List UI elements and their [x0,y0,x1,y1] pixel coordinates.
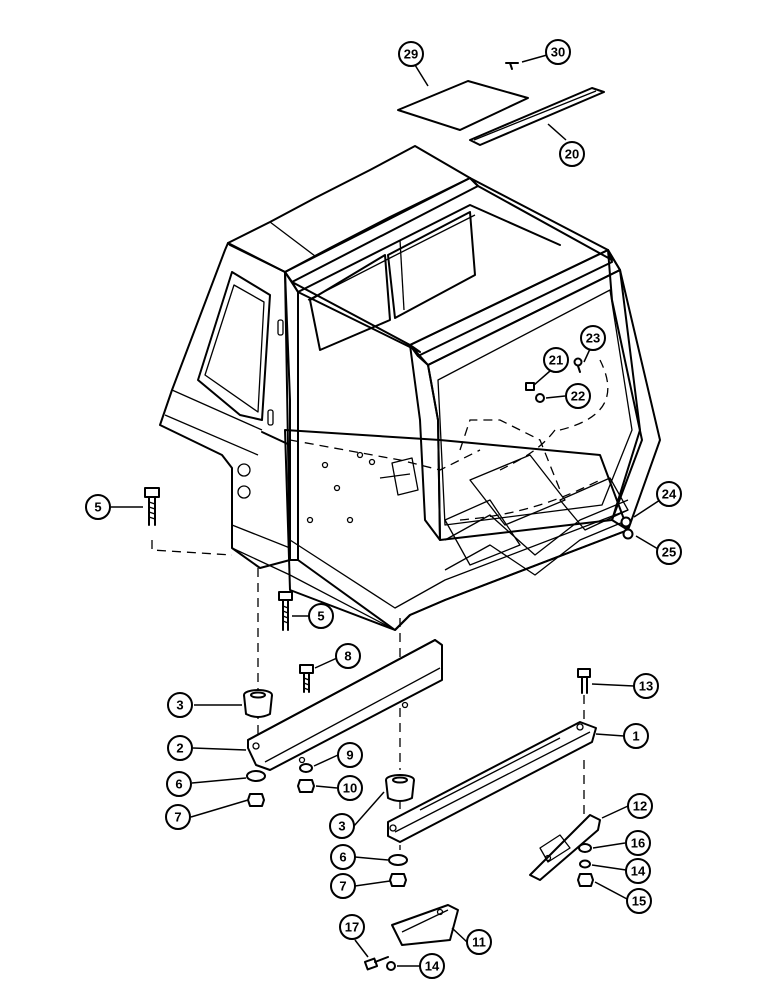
callout-14-right: 14 [625,858,651,884]
svg-text:8: 8 [344,649,351,664]
roof-panel [397,80,529,131]
callout-8: 8 [335,643,361,669]
svg-text:23: 23 [586,331,600,346]
callout-1: 1 [623,723,649,749]
nut-15 [577,873,594,887]
callout-16: 16 [625,830,651,856]
svg-text:14: 14 [425,959,440,974]
bolt-13 [577,668,591,694]
svg-text:16: 16 [631,836,645,851]
callout-6-left: 6 [166,771,192,797]
svg-text:3: 3 [176,698,183,713]
callout-5-lower: 5 [308,603,334,629]
callout-17: 17 [339,914,365,940]
svg-text:21: 21 [549,353,563,368]
callout-14-left: 14 [419,953,445,979]
svg-text:13: 13 [639,679,653,694]
callout-13: 13 [633,673,659,699]
callout-29: 29 [398,41,424,67]
bolt-5-upper [144,487,160,526]
washer-22 [535,393,545,403]
svg-text:9: 9 [346,748,353,763]
svg-text:30: 30 [551,45,565,60]
callout-5-upper: 5 [85,494,111,520]
callout-3-left: 3 [167,692,193,718]
callout-11: 11 [466,929,492,955]
bracket-12 [529,814,601,881]
callout-3-right: 3 [329,813,355,839]
callout-2: 2 [167,735,193,761]
svg-text:5: 5 [94,500,101,515]
svg-text:11: 11 [472,935,486,950]
washer-6-left [246,770,266,782]
callout-25: 25 [656,539,682,565]
svg-text:29: 29 [404,47,418,62]
roof-strip [469,87,605,146]
washer-14-right [579,859,591,869]
washer-9 [299,763,313,773]
callout-21: 21 [543,347,569,373]
cab-frame [159,145,661,631]
mount-rail-right [387,721,597,843]
svg-text:6: 6 [175,777,182,792]
nut-7-right [389,873,407,887]
bolt-5-lower [278,591,293,631]
svg-text:7: 7 [339,879,346,894]
svg-text:6: 6 [339,850,346,865]
svg-text:17: 17 [345,920,359,935]
mount-rail-left [247,639,443,771]
svg-text:12: 12 [633,799,647,814]
washer-6-right [388,854,408,866]
svg-text:22: 22 [571,389,585,404]
svg-text:24: 24 [662,487,677,502]
callout-24: 24 [656,481,682,507]
callout-7-left: 7 [165,804,191,830]
callout-20: 20 [559,141,585,167]
svg-text:1: 1 [632,729,639,744]
rubber-mount-left [243,689,273,718]
washer-14-left [386,961,396,971]
roof-screw [505,62,519,70]
svg-text:7: 7 [174,810,181,825]
callout-10: 10 [337,775,363,801]
callout-22: 22 [565,383,591,409]
callout-9: 9 [337,742,363,768]
bolt-17 [363,956,389,971]
leader-lines [111,54,661,967]
bracket-11 [391,904,459,946]
callout-6-right: 6 [330,844,356,870]
callout-12: 12 [627,793,653,819]
nut-7-left [247,793,265,807]
svg-text:10: 10 [343,781,357,796]
screw-21 [525,382,535,391]
callout-30: 30 [545,39,571,65]
callout-15: 15 [626,888,652,914]
bolt-8 [299,664,314,693]
screw-23 [573,357,583,373]
svg-text:20: 20 [565,147,579,162]
svg-text:3: 3 [338,819,345,834]
callout-7-right: 7 [330,873,356,899]
washer-16 [578,843,592,853]
svg-text:25: 25 [662,545,676,560]
svg-text:5: 5 [317,609,324,624]
svg-text:2: 2 [176,741,183,756]
rubber-mount-right [385,774,415,802]
svg-text:14: 14 [631,864,646,879]
nut-10 [297,779,315,793]
svg-text:15: 15 [632,894,646,909]
callout-23: 23 [580,325,606,351]
washers-24-25 [620,516,634,540]
